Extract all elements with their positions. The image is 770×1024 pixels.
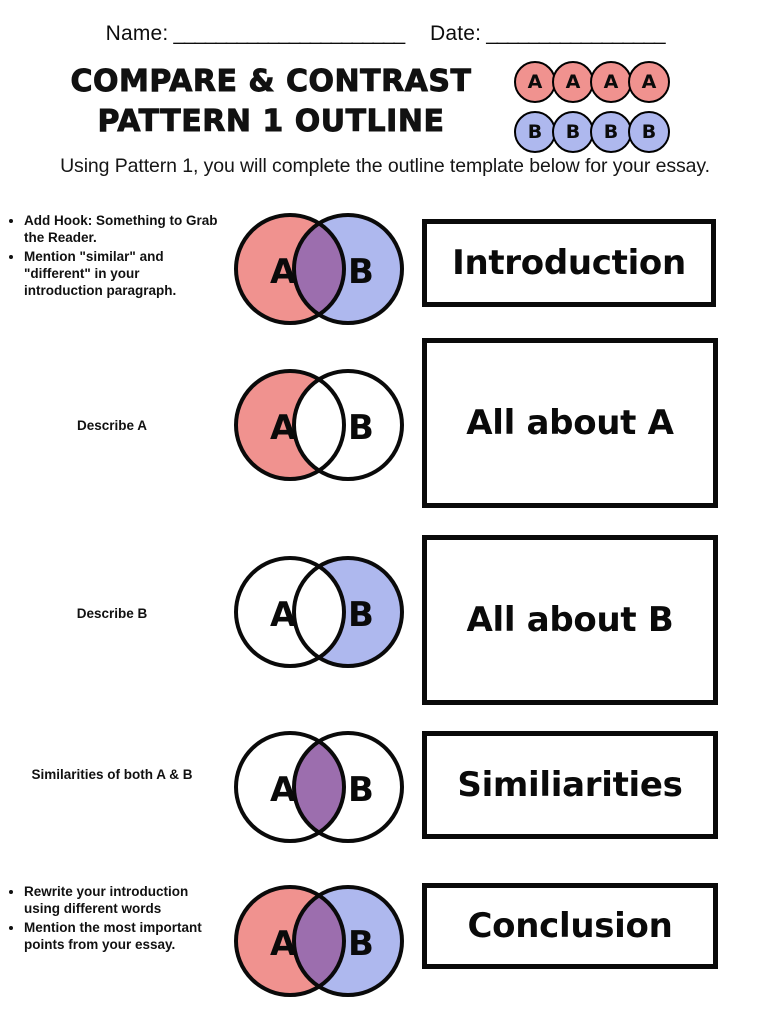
- outline-box-label: Similiarities: [457, 765, 683, 805]
- outline-box-describe-b[interactable]: All about B: [422, 535, 718, 705]
- venn-circle-b-outline: [292, 885, 404, 997]
- venn-label-b: B: [348, 924, 374, 964]
- date-label: Date:: [430, 22, 482, 45]
- venn-overlap-fill: [294, 215, 344, 323]
- row-introduction-bullet-list: Add Hook: Something to Grab the Reader. …: [6, 212, 218, 299]
- list-item: Mention the most important points from y…: [24, 919, 218, 953]
- venn-svg-describe-b: A B: [234, 556, 404, 668]
- pattern-chip-b-3: B: [590, 111, 632, 153]
- list-item: Rewrite your introduction using differen…: [24, 883, 218, 917]
- pattern-chip-b-2: B: [552, 111, 594, 153]
- pattern-chip-b-4: B: [628, 111, 670, 153]
- pattern-diagram: A A A A B B B B: [514, 60, 714, 154]
- outline-row-introduction: Add Hook: Something to Grab the Reader. …: [0, 205, 770, 330]
- pattern-chip-a-3: A: [590, 61, 632, 103]
- venn-label-b: B: [348, 408, 374, 448]
- outline-box-label: Conclusion: [467, 906, 673, 946]
- venn-svg-conclusion: A B: [234, 885, 404, 997]
- venn-overlap-fill: [294, 733, 344, 841]
- outline-box-introduction[interactable]: Introduction: [422, 219, 716, 307]
- date-field-group: Date: _________________: [430, 22, 666, 46]
- venn-circle-b-outline: [292, 556, 404, 668]
- row-conclusion-bullet-list: Rewrite your introduction using differen…: [6, 883, 218, 953]
- row-describe-b-label: Describe B: [76, 606, 148, 621]
- name-date-line: Name: ______________________ Date: _____…: [0, 22, 770, 56]
- venn-circle-a-outline: [234, 556, 346, 668]
- row-similarities-label: Similarities of both A & B: [31, 767, 193, 782]
- pattern-row-b: B B B B: [514, 110, 714, 154]
- name-label: Name:: [105, 22, 169, 45]
- outline-box-label: Introduction: [452, 243, 686, 283]
- date-blank-rule[interactable]: _________________: [486, 22, 665, 45]
- name-blank-rule[interactable]: ______________________: [173, 22, 405, 45]
- venn-label-b: B: [348, 252, 374, 292]
- venn-label-b: B: [348, 595, 374, 635]
- outline-row-describe-a: Describe A A B All about A: [0, 338, 770, 510]
- venn-circle-b-outline: [292, 369, 404, 481]
- list-item: Add Hook: Something to Grab the Reader.: [24, 212, 218, 246]
- venn-diagram-similarities: A B: [224, 728, 414, 851]
- venn-label-b: B: [348, 770, 374, 810]
- pattern-chip-b-1: B: [514, 111, 556, 153]
- venn-circle-a-outline: [234, 369, 346, 481]
- venn-label-a: A: [270, 924, 297, 964]
- page-title-line-2: PATTERN 1 OUTLINE: [97, 104, 445, 140]
- venn-circle-a-outline: [234, 731, 346, 843]
- venn-circle-b-outline: [292, 213, 404, 325]
- pattern-chip-a-1: A: [514, 61, 556, 103]
- venn-diagram-introduction: A B: [224, 210, 414, 333]
- pattern-row-a: A A A A: [514, 60, 714, 104]
- instruction-text: Using Pattern 1, you will complete the o…: [60, 155, 710, 177]
- outline-row-similarities: Similarities of both A & B A B Similiari…: [0, 728, 770, 843]
- venn-diagram-describe-b: A B: [224, 553, 414, 676]
- venn-circle-a-fill: [236, 558, 344, 666]
- venn-label-a: A: [270, 770, 297, 810]
- row-describe-a-label: Describe A: [76, 418, 148, 433]
- outline-box-conclusion[interactable]: Conclusion: [422, 883, 718, 969]
- venn-label-a: A: [270, 595, 297, 635]
- outline-box-describe-a[interactable]: All about A: [422, 338, 718, 508]
- venn-diagram-describe-a: A B: [224, 366, 414, 489]
- row-conclusion-notes: Rewrite your introduction using differen…: [6, 883, 218, 955]
- venn-svg-similarities: A B: [234, 731, 404, 843]
- page-title: COMPARE & CONTRAST PATTERN 1 OUTLINE: [46, 62, 496, 142]
- venn-overlap-fill: [294, 887, 344, 995]
- venn-diagram-conclusion: A B: [224, 882, 414, 1005]
- venn-label-a: A: [270, 408, 297, 448]
- outline-row-describe-b: Describe B A B All about B: [0, 535, 770, 707]
- venn-svg-introduction: A B: [234, 213, 404, 325]
- outline-box-similarities[interactable]: Similiarities: [422, 731, 718, 839]
- row-introduction-notes: Add Hook: Something to Grab the Reader. …: [6, 212, 218, 301]
- venn-svg-describe-a: A B: [234, 369, 404, 481]
- pattern-chip-a-4: A: [628, 61, 670, 103]
- name-field-group: Name: ______________________: [105, 22, 406, 46]
- venn-circle-a-outline: [234, 885, 346, 997]
- list-item: Mention "similar" and "different" in you…: [24, 248, 218, 299]
- outline-row-conclusion: Rewrite your introduction using differen…: [0, 875, 770, 1015]
- pattern-chip-a-2: A: [552, 61, 594, 103]
- venn-circle-a-outline: [234, 213, 346, 325]
- venn-circle-b-fill: [294, 371, 402, 479]
- outline-box-label: All about A: [466, 403, 674, 443]
- venn-label-a: A: [270, 252, 297, 292]
- page-title-line-1: COMPARE & CONTRAST: [70, 64, 472, 100]
- outline-box-label: All about B: [466, 600, 674, 640]
- venn-circle-b-outline: [292, 731, 404, 843]
